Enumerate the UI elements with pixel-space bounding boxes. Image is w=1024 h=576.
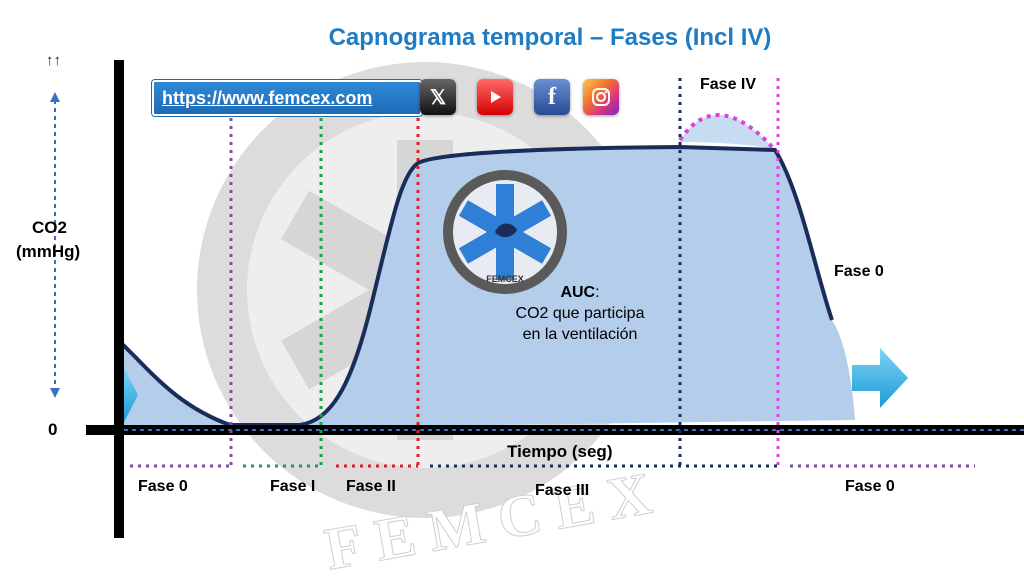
phase4-bump: [678, 113, 777, 152]
auc-annotation: AUC: CO2 que participa en la ventilación: [480, 282, 680, 345]
x-axis-label: Tiempo (seg): [507, 442, 613, 461]
inflow-arrow: [124, 368, 138, 422]
youtube-icon[interactable]: [477, 79, 513, 115]
x-axis: [86, 425, 1024, 435]
phase0-left-label: Fase 0: [138, 478, 188, 495]
phase3-label: Fase III: [535, 482, 590, 499]
phase2-label: Fase II: [346, 478, 396, 495]
x-icon[interactable]: 𝕏: [420, 79, 456, 115]
outflow-arrow: [852, 348, 908, 408]
auc-line1: AUC:: [480, 282, 680, 303]
website-banner[interactable]: https://www.femcex.com: [152, 80, 422, 116]
website-link[interactable]: https://www.femcex.com: [162, 88, 373, 108]
auc-line3: en la ventilación: [522, 326, 638, 343]
phase4-area: [680, 115, 775, 150]
facebook-icon[interactable]: f: [534, 79, 570, 115]
auc-label: AUC: [560, 284, 596, 301]
auc-colon: :: [595, 284, 600, 301]
zero-label: 0: [48, 420, 58, 439]
phase0-upper-label: Fase 0: [834, 263, 884, 280]
femcex-logo: FEMCEX: [443, 170, 567, 294]
instagram-icon[interactable]: [583, 79, 619, 115]
y-axis-label-line1: CO2: [32, 218, 67, 237]
phase0-right-label: Fase 0: [845, 478, 895, 495]
phase4-label: Fase IV: [700, 76, 757, 93]
up-arrows: ↑↑: [46, 52, 61, 69]
page-title: Capnograma temporal – Fases (Incl IV): [328, 24, 772, 51]
logo-text: FEMCEX: [486, 274, 524, 284]
y-axis-label-line2: (mmHg): [16, 242, 81, 261]
y-axis: [114, 60, 124, 538]
phase1-label: Fase I: [270, 478, 316, 495]
y-range-arrow: [50, 92, 60, 398]
auc-line2: CO2 que participa: [515, 305, 645, 322]
